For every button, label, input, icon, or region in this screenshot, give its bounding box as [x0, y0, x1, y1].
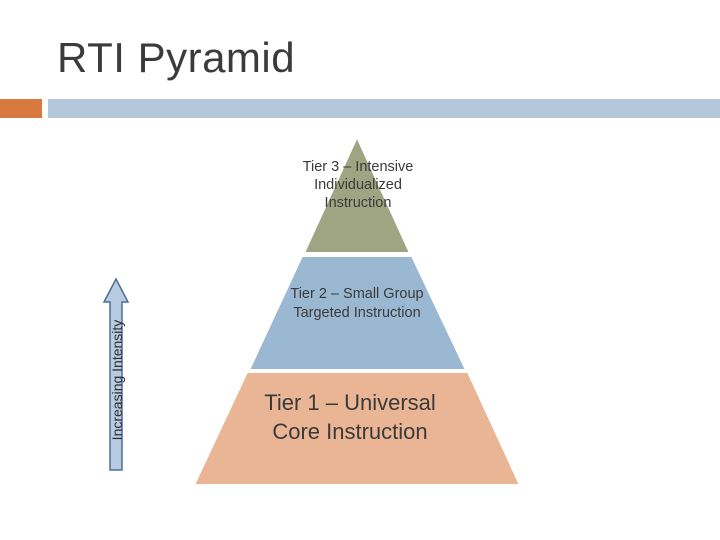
accent-bar: [0, 99, 42, 118]
header-bar: [48, 99, 720, 118]
intensity-axis-label: Increasing Intensity: [109, 319, 125, 441]
tier-3-shape: [302, 134, 412, 254]
tier-2-label: Tier 2 – Small Group Targeted Instructio…: [290, 286, 424, 321]
tier-1-shape: [192, 371, 522, 486]
tier-1-label: Tier 1 – Universal Core Instruction: [264, 390, 436, 444]
tier-3-label: Tier 3 – Intensive Individualized Instru…: [302, 159, 414, 211]
slide-title: RTI Pyramid: [57, 34, 296, 81]
intensity-arrow-icon: [102, 277, 130, 471]
tier-2-shape: [247, 255, 468, 371]
